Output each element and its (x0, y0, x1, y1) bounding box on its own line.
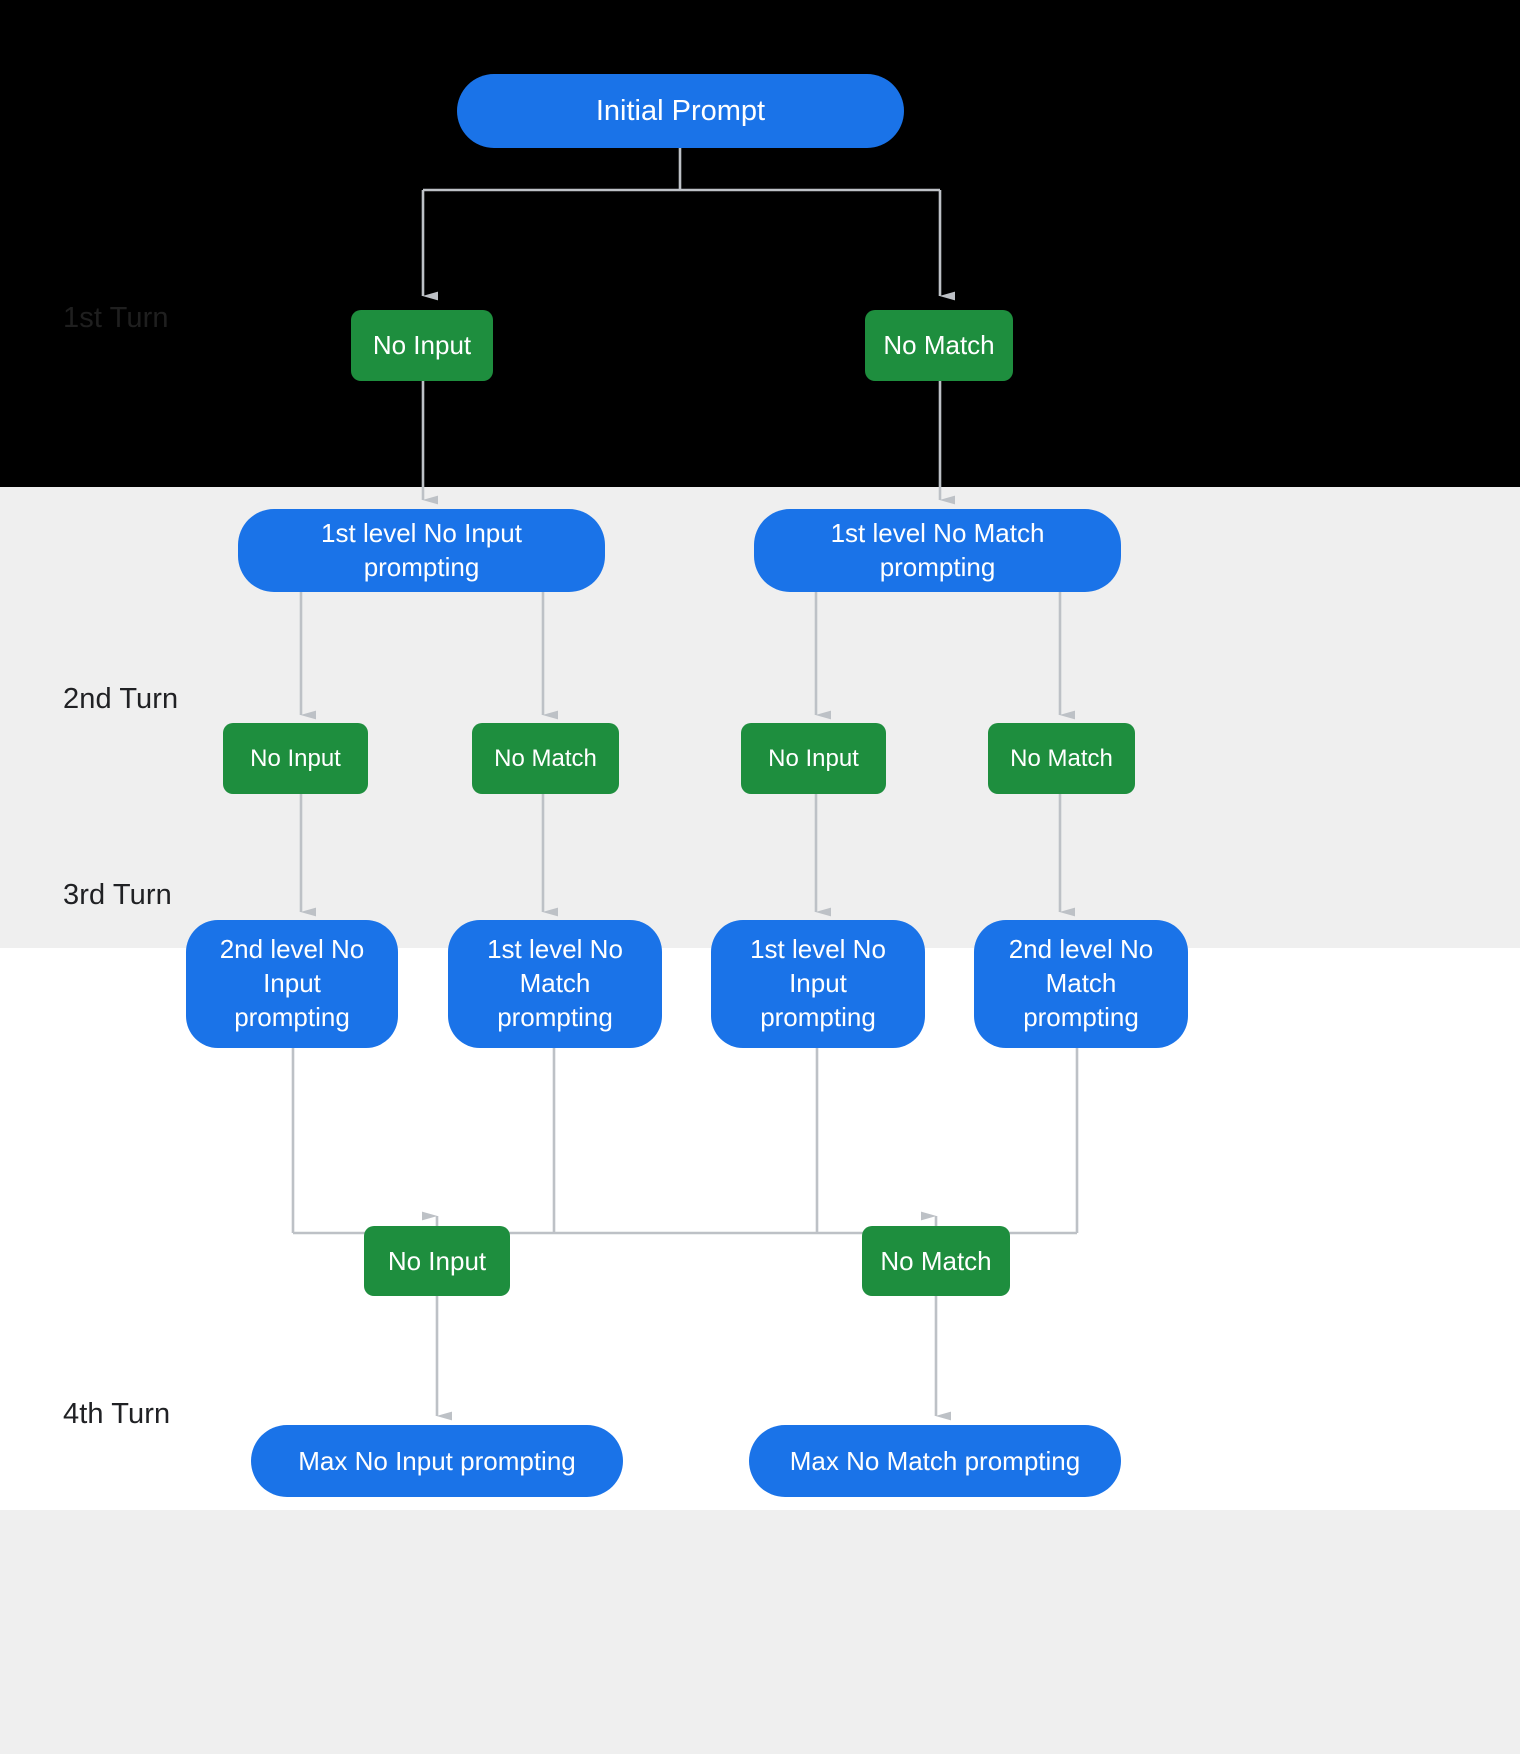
node-label: Initial Prompt (595, 94, 766, 127)
node-label: 1st level No Input prompting (750, 934, 886, 1032)
node-turn1-no-input[interactable]: No Input (351, 310, 493, 381)
node-label: No Input (250, 744, 341, 772)
node-turn1-no-match[interactable]: No Match (865, 310, 1013, 381)
node-label: No Match (880, 1245, 992, 1276)
node-label: No Input (372, 330, 472, 360)
node-label: No Input (768, 744, 859, 772)
node-label: Max No Input prompting (298, 1445, 576, 1476)
node-label: No Input (387, 1245, 487, 1276)
node-turn4-max-no-match-prompting[interactable]: Max No Match prompting (749, 1425, 1121, 1497)
node-turn3-second-level-no-match-prompting[interactable]: 2nd level No Match prompting (974, 920, 1188, 1048)
node-label: No Match (883, 330, 995, 360)
node-label: 1st level No Match prompting (830, 518, 1045, 582)
node-turn2-first-level-no-input-prompting[interactable]: 1st level No Input prompting (238, 509, 605, 592)
node-label: Max No Match prompting (789, 1445, 1081, 1476)
swimlane-label-1st-turn: 1st Turn (63, 302, 169, 334)
node-label: 2nd level No Match prompting (1008, 934, 1154, 1032)
node-turn3-second-level-no-input-prompting[interactable]: 2nd level No Input prompting (186, 920, 398, 1048)
swimlane-4th-turn (0, 1510, 1520, 1754)
node-initial-prompt[interactable]: Initial Prompt (457, 74, 904, 148)
swimlane-label-3rd-turn: 3rd Turn (63, 879, 172, 911)
node-turn2-no-match-b[interactable]: No Match (988, 723, 1135, 794)
node-turn3-no-input[interactable]: No Input (364, 1226, 510, 1296)
swimlane-label-4th-turn: 4th Turn (63, 1398, 171, 1430)
node-label: 2nd level No Input prompting (219, 934, 365, 1032)
node-turn2-no-match-a[interactable]: No Match (472, 723, 619, 794)
node-label: No Match (494, 744, 597, 772)
node-turn2-no-input-b[interactable]: No Input (741, 723, 886, 794)
node-turn2-no-input-a[interactable]: No Input (223, 723, 368, 794)
node-turn3-first-level-no-input-prompting[interactable]: 1st level No Input prompting (711, 920, 925, 1048)
node-turn3-first-level-no-match-prompting[interactable]: 1st level No Match prompting (448, 920, 662, 1048)
node-turn2-first-level-no-match-prompting[interactable]: 1st level No Match prompting (754, 509, 1121, 592)
node-label: 1st level No Match prompting (487, 934, 623, 1032)
node-turn3-no-match[interactable]: No Match (862, 1226, 1010, 1296)
swimlane-label-2nd-turn: 2nd Turn (63, 683, 179, 715)
node-turn4-max-no-input-prompting[interactable]: Max No Input prompting (251, 1425, 623, 1497)
node-label: No Match (1010, 744, 1113, 772)
node-label: 1st level No Input prompting (321, 518, 522, 582)
